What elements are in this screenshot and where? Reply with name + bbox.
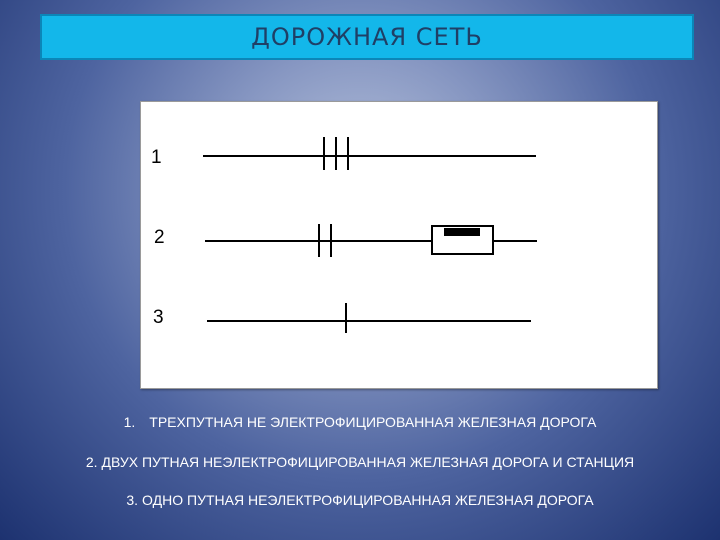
caption-1-text: ТРЕХПУТНАЯ НЕ ЭЛЕКТРОФИЦИРОВАННАЯ ЖЕЛЕЗН…: [149, 414, 597, 430]
caption-3-number: 3.: [126, 492, 139, 508]
row-3-symbol: [207, 303, 531, 333]
row-2-number: 2: [154, 227, 165, 248]
diagram-panel: 1 2 3: [140, 101, 658, 389]
station-building-mark: [444, 228, 480, 236]
caption-1-number: 1.: [123, 414, 136, 430]
caption-2-text: ДВУХ ПУТНАЯ НЕЭЛЕКТРОФИЦИРОВАННАЯ ЖЕЛЕЗН…: [101, 454, 635, 470]
row-3-number: 3: [153, 307, 164, 328]
caption-2: 2.ДВУХ ПУТНАЯ НЕЭЛЕКТРОФИЦИРОВАННАЯ ЖЕЛЕ…: [0, 454, 720, 470]
railway-diagram: 1 2 3: [151, 137, 537, 333]
row-1-symbol: [203, 137, 536, 170]
row-1-number: 1: [151, 147, 162, 168]
page-title: ДОРОЖНАЯ СЕТЬ: [251, 23, 483, 51]
caption-1: 1. ТРЕХПУТНАЯ НЕ ЭЛЕКТРОФИЦИРОВАННАЯ ЖЕЛЕ…: [0, 414, 720, 430]
caption-2-number: 2.: [85, 454, 98, 470]
caption-3: 3.ОДНО ПУТНАЯ НЕЭЛЕКТРОФИЦИРОВАННАЯ ЖЕЛЕ…: [0, 492, 720, 508]
row-2-symbol: [205, 224, 537, 257]
title-bar: ДОРОЖНАЯ СЕТЬ: [40, 14, 694, 60]
caption-3-text: ОДНО ПУТНАЯ НЕЭЛЕКТРОФИЦИРОВАННАЯ ЖЕЛЕЗН…: [142, 492, 594, 508]
